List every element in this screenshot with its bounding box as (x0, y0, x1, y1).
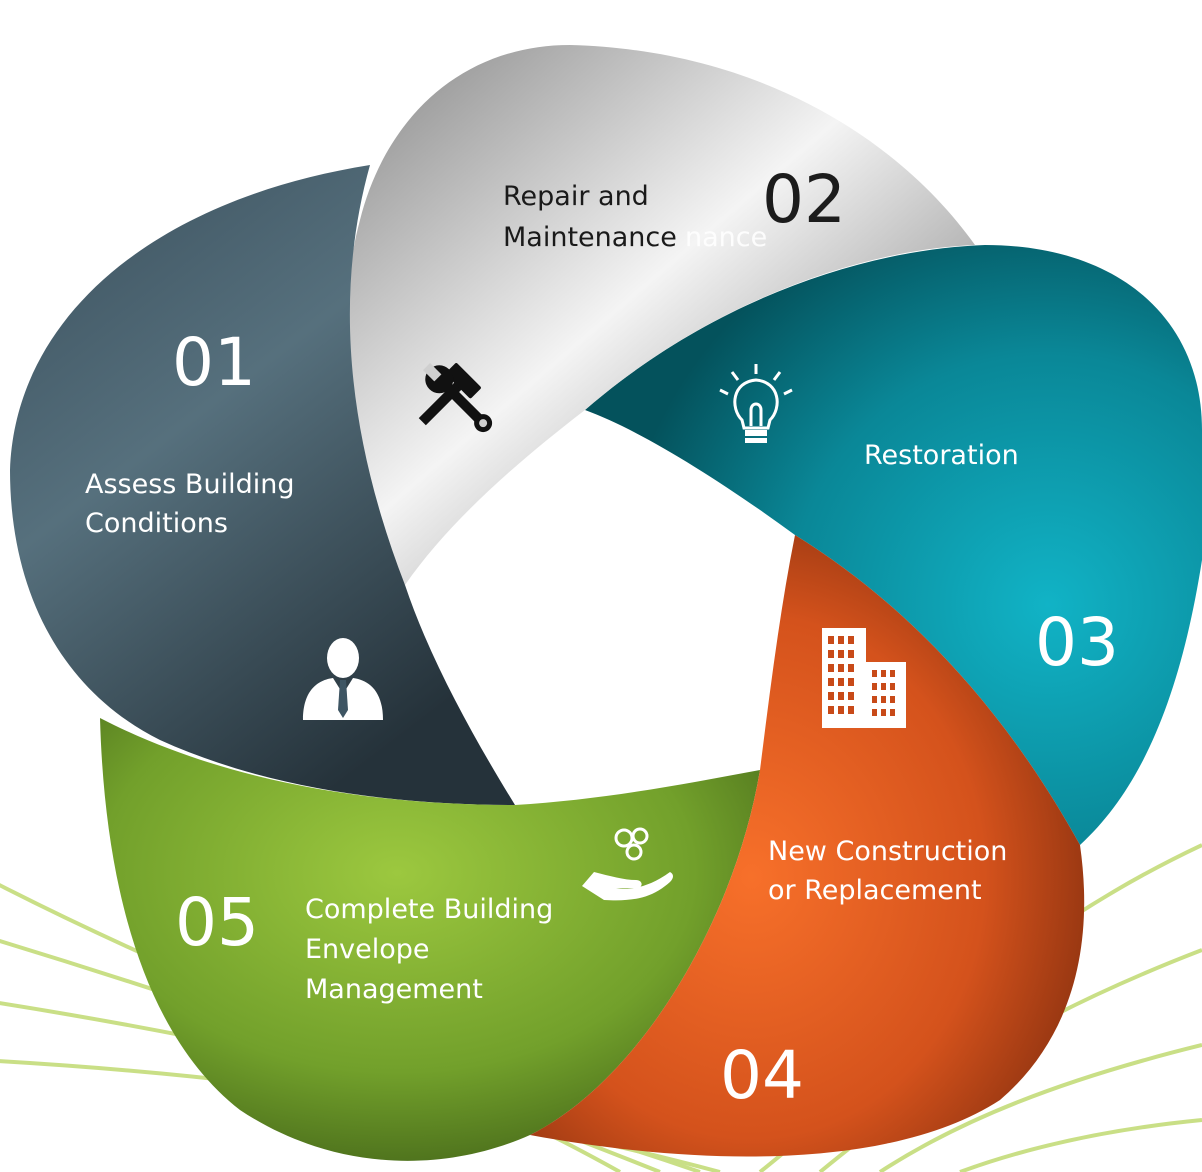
hammer-wrench-icon (418, 363, 493, 433)
label-05-line-2: Envelope (305, 934, 430, 965)
gears-hand-icon (582, 827, 673, 901)
label-02-line-1: Repair and (503, 181, 649, 212)
label-01-line-1: Assess Building (85, 469, 294, 500)
step-number-01: 01 (172, 324, 256, 401)
label-05-line-1: Complete Building (305, 894, 553, 925)
businessman-icon (303, 638, 383, 720)
step-number-03: 03 (1035, 604, 1119, 681)
segment-02-repair (347, 45, 975, 585)
label-04-line-2: or Replacement (768, 875, 982, 906)
label-01-line-2: Conditions (85, 508, 228, 539)
step-number-05: 05 (175, 884, 259, 961)
segment-05-complete (100, 718, 760, 1161)
label-03-line-1: Restoration (864, 440, 1019, 471)
label-02-line-2: Maintenance (503, 222, 677, 253)
segment-03-restoration (585, 245, 1202, 845)
step-number-02: 02 (762, 161, 846, 238)
step-number-04: 04 (720, 1037, 804, 1114)
label-05-line-3: Management (305, 974, 483, 1005)
label-04-line-1: New Construction (768, 836, 1007, 867)
lightbulb-icon (719, 364, 793, 443)
label-02-ghost: nance (685, 222, 767, 253)
building-icon (822, 628, 906, 728)
segment-04-construction (530, 535, 1085, 1157)
segment-01-assess (10, 165, 515, 805)
